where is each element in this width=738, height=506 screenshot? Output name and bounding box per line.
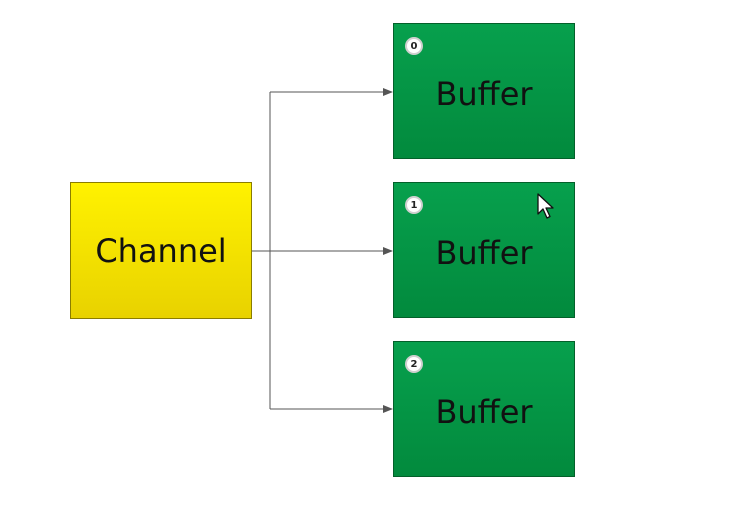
buffer-label-0: Buffer — [435, 75, 533, 113]
buffer-label-2: Buffer — [435, 393, 533, 431]
channel-label: Channel — [95, 231, 227, 270]
buffer-index-badge-2: 2 — [405, 355, 423, 373]
buffer-index-badge-0: 0 — [405, 37, 423, 55]
channel-node: Channel — [70, 182, 252, 319]
buffer-node-2: 2 Buffer — [393, 341, 575, 477]
buffer-label-1: Buffer — [435, 234, 533, 272]
mouse-pointer-icon — [537, 193, 554, 219]
buffer-index-badge-1: 1 — [405, 196, 423, 214]
buffer-node-0: 0 Buffer — [393, 23, 575, 159]
